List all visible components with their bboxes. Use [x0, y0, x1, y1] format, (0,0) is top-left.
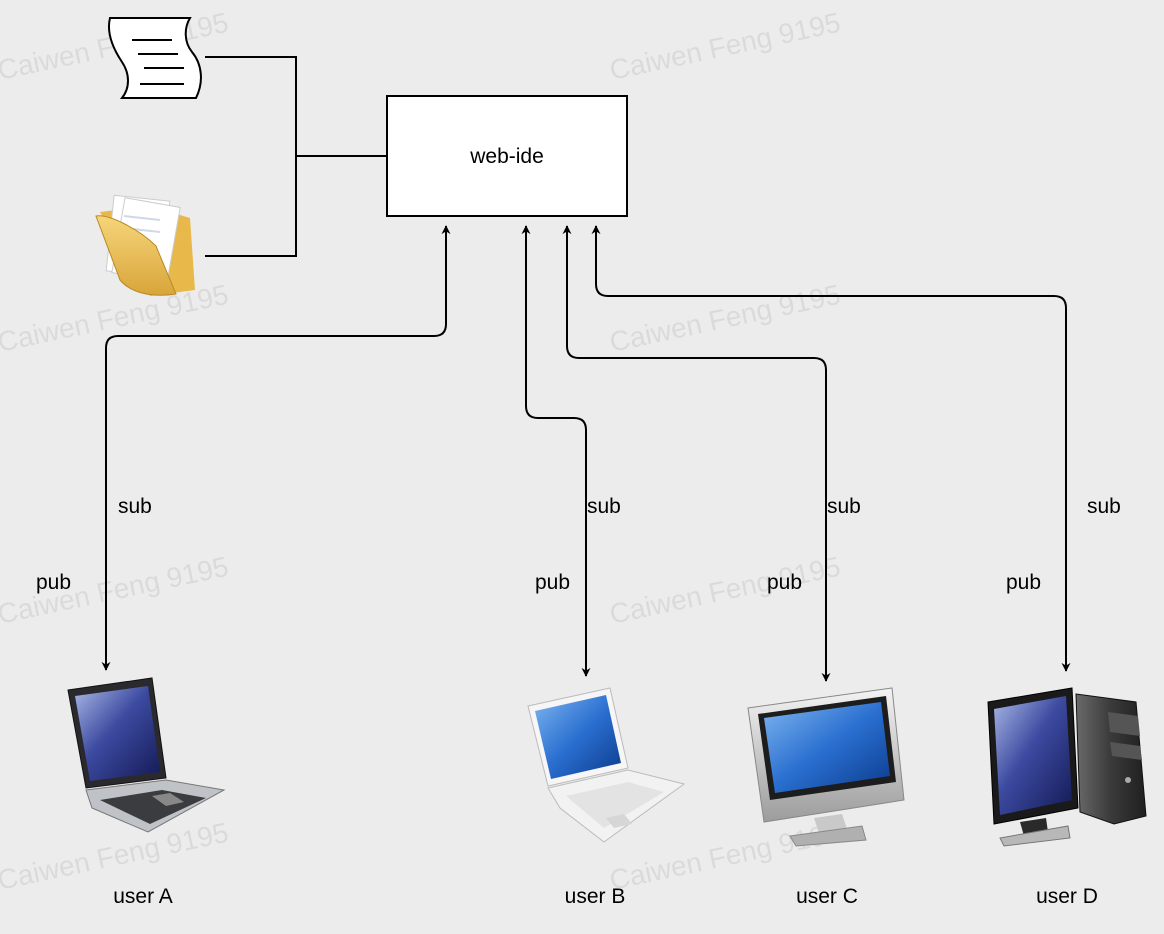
- connector-user-a: [101, 225, 451, 671]
- user-name-label: user B: [565, 885, 626, 908]
- sub-label: sub: [118, 495, 152, 518]
- watermark: Caiwen Feng 9195: [607, 551, 843, 630]
- web-ide-label: web-ide: [469, 145, 544, 168]
- connector-user-d: [591, 225, 1071, 672]
- document-icon: [108, 17, 202, 99]
- sub-label: sub: [827, 495, 861, 518]
- watermark: Caiwen Feng 9195: [607, 817, 843, 896]
- pub-label: pub: [1006, 571, 1041, 594]
- pub-label: pub: [36, 571, 71, 594]
- sub-label: sub: [587, 495, 621, 518]
- web-ide-node[interactable]: web-ide: [386, 95, 628, 217]
- folder-icon: [95, 194, 195, 296]
- laptop-white-icon: [527, 687, 686, 843]
- pub-label: pub: [535, 571, 570, 594]
- watermark: Caiwen Feng 9195: [0, 551, 231, 630]
- watermark: Caiwen Feng 9195: [607, 279, 843, 358]
- connector-user-b: [521, 225, 591, 677]
- laptop-dark-icon: [67, 677, 226, 833]
- user-name-label: user D: [1036, 885, 1098, 908]
- watermark: Caiwen Feng 9195: [0, 279, 231, 358]
- user-name-label: user C: [796, 885, 858, 908]
- user-name-label: user A: [113, 885, 173, 908]
- sub-label: sub: [1087, 495, 1121, 518]
- resource-connector: [205, 56, 387, 257]
- pub-label: pub: [767, 571, 802, 594]
- watermark: Caiwen Feng 9195: [607, 7, 843, 86]
- desktop-tower-icon: [987, 687, 1147, 847]
- imac-icon: [747, 687, 905, 847]
- watermark: Caiwen Feng 9195: [0, 817, 231, 896]
